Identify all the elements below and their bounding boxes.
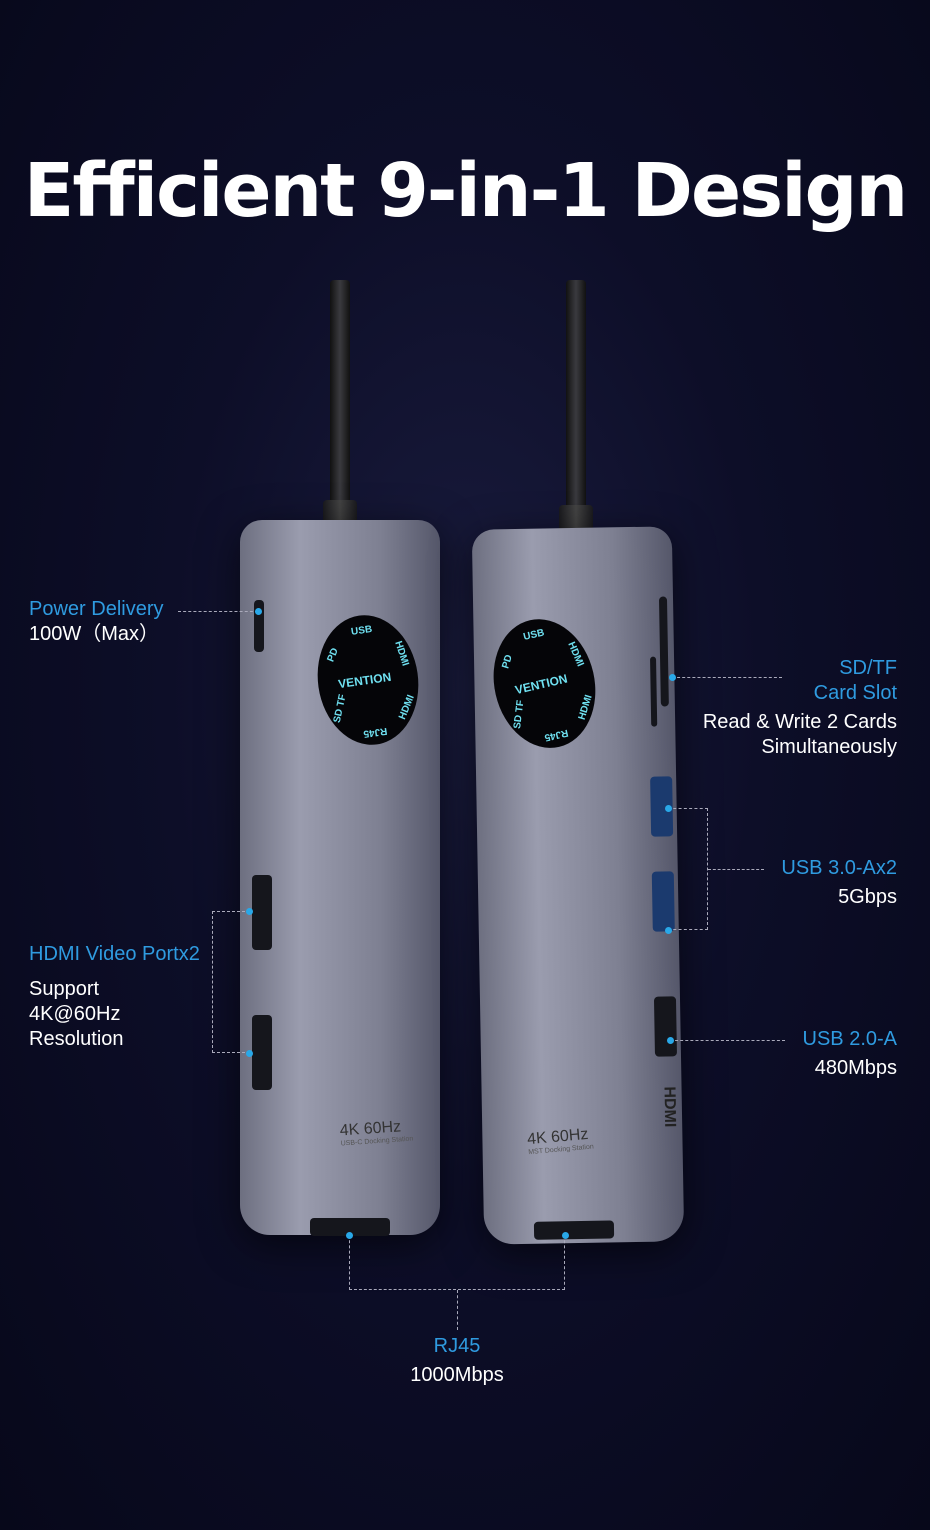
- status-dial: USB HDMI HDMI RJ45 SD TF PD VENTION: [481, 608, 608, 759]
- callout-title: USB 3.0-Ax2: [781, 857, 897, 879]
- sd-slot: [658, 596, 669, 707]
- hdmi-dot-2: [246, 1050, 253, 1057]
- callout-title: HDMI Video Portx2: [29, 943, 200, 965]
- dial-label: HDMI: [397, 693, 417, 722]
- usb3-callout: USB 3.0-Ax2 5Gbps: [781, 856, 897, 910]
- power-callout: Power Delivery 100W（Max）: [29, 597, 163, 647]
- callout-detail: 100W（Max）: [29, 623, 160, 645]
- hdmi-bracket: [212, 911, 250, 1053]
- dial-label: PD: [500, 653, 515, 671]
- rj45-callout: RJ45 1000Mbps: [350, 1334, 564, 1388]
- tf-slot: [650, 656, 658, 727]
- left-cable: [330, 280, 350, 510]
- usb-c-pd-port: [254, 600, 264, 652]
- dial-label: RJ45: [362, 724, 388, 740]
- hdmi-side-logo: HDMI: [660, 1086, 679, 1127]
- callout-detail: 4K@60Hz: [29, 1003, 121, 1025]
- rj45-dot-2: [562, 1232, 569, 1239]
- hdmi-dot-1: [246, 908, 253, 915]
- callout-title: Power Delivery: [29, 598, 164, 620]
- power-dot: [255, 608, 262, 615]
- dial-label: RJ45: [543, 726, 570, 743]
- dial-label: HDMI: [565, 640, 586, 669]
- rj45-leader: [457, 1290, 458, 1330]
- brand-logo: VENTION: [337, 669, 393, 692]
- usb3-dot-2: [665, 927, 672, 934]
- callout-title: Card Slot: [813, 682, 897, 704]
- rj45-dot-1: [346, 1232, 353, 1239]
- dial-label: PD: [325, 646, 341, 664]
- callout-detail: 5Gbps: [838, 886, 897, 908]
- usb3-bracket: [668, 808, 708, 930]
- callout-detail: 480Mbps: [814, 1057, 897, 1079]
- usb2-dot: [667, 1037, 674, 1044]
- sd-leader: [672, 677, 782, 678]
- sd-callout: SD/TF Card Slot Read & Write 2 Cards Sim…: [703, 656, 897, 760]
- rj45-port-left: [310, 1218, 390, 1236]
- callout-title: USB 2.0-A: [802, 1028, 897, 1050]
- callout-title: RJ45: [433, 1335, 481, 1357]
- rj45-bracket: [349, 1235, 565, 1290]
- dial-label: SD TF: [512, 699, 527, 730]
- brand-logo: VENTION: [513, 671, 569, 698]
- callout-detail: Read & Write 2 Cards: [702, 711, 897, 733]
- hdmi-port-2: [252, 1015, 272, 1090]
- dial-label: USB: [350, 623, 373, 638]
- callout-detail: Simultaneously: [761, 736, 897, 758]
- usb3-dot-1: [665, 805, 672, 812]
- dial-label: USB: [522, 627, 546, 643]
- power-leader: [178, 611, 258, 612]
- page-title: Efficient 9-in-1 Design: [23, 148, 908, 234]
- callout-detail: Support: [29, 978, 100, 1000]
- status-dial: USB HDMI HDMI RJ45 SD TF PD VENTION: [309, 608, 427, 752]
- callout-detail: Resolution: [29, 1028, 124, 1050]
- dial-label: HDMI: [576, 693, 595, 722]
- dial-label: HDMI: [392, 639, 411, 668]
- hdmi-callout: HDMI Video Portx2 Support 4K@60Hz Resolu…: [29, 942, 200, 1052]
- usb2-port: [653, 996, 677, 1057]
- hdmi-logo-text: HDMI: [660, 1086, 679, 1128]
- dial-label: SD TF: [331, 693, 349, 724]
- right-cable: [566, 280, 586, 520]
- sd-dot: [669, 674, 676, 681]
- left-hub: USB HDMI HDMI RJ45 SD TF PD VENTION 4K 6…: [240, 520, 440, 1236]
- usb3-leader: [708, 869, 764, 870]
- hdmi-port-1: [252, 875, 272, 950]
- callout-title: SD/TF: [839, 657, 897, 679]
- callout-detail: 1000Mbps: [410, 1364, 504, 1386]
- usb2-leader: [670, 1040, 785, 1041]
- right-hub: USB HDMI HDMI RJ45 SD TF PD VENTION HDMI…: [471, 526, 685, 1245]
- usb2-callout: USB 2.0-A 480Mbps: [803, 1027, 897, 1081]
